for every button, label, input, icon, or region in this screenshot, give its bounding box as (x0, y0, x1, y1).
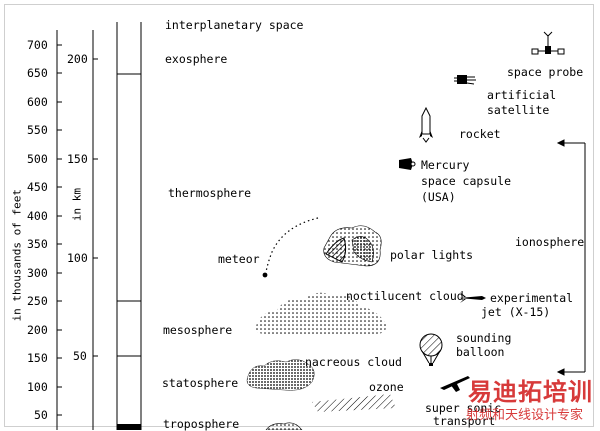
feet-tick: 500 (27, 152, 48, 166)
rocket-label: rocket (459, 127, 501, 141)
ionosphere-bracket (556, 139, 586, 376)
layer-mesosphere: mesosphere (163, 323, 233, 337)
nacreous-label: nacreous cloud (305, 355, 402, 369)
layer-thermosphere: thermosphere (168, 186, 252, 200)
troposphere-cloud-icon (265, 422, 303, 430)
sst-label-2: transport (433, 414, 496, 428)
polar-lights-label: polar lights (390, 248, 474, 262)
sst-label-1: super sonic (425, 401, 502, 415)
watermark-line2: 射频和天线设计专家 (466, 408, 584, 423)
feet-tick: 550 (27, 123, 48, 137)
ozone-label: ozone (369, 380, 404, 394)
feet-axis-ticks (57, 44, 62, 416)
meteor-icon (262, 217, 319, 278)
layer-ionosphere: ionosphere (515, 235, 585, 249)
feet-tick: 650 (27, 66, 48, 80)
km-tick: 200 (67, 52, 88, 66)
sounding-label-2: balloon (456, 345, 505, 359)
space-probe-icon (531, 31, 565, 55)
feet-tick: 400 (27, 209, 48, 223)
feet-tick: 300 (27, 266, 48, 280)
satellite-label-2: satellite (487, 103, 550, 117)
km-tick: 150 (67, 152, 88, 166)
nacreous-cloud-icon (246, 359, 315, 391)
noctilucent-cloud-icon (255, 292, 387, 334)
layer-column (116, 22, 142, 430)
mercury-capsule-icon (399, 158, 416, 170)
feet-tick: 50 (34, 408, 48, 422)
layer-exosphere: exosphere (165, 52, 228, 66)
polar-lights-icon (323, 225, 382, 267)
mercury-label-2: space capsule (421, 174, 512, 188)
space-probe-label: space probe (507, 65, 584, 79)
mercury-label-3: (USA) (421, 190, 456, 204)
satellite-label-1: artificial (487, 88, 557, 102)
feet-tick: 250 (27, 294, 48, 308)
feet-tick: 200 (27, 323, 48, 337)
sounding-balloon-icon (419, 333, 443, 366)
feet-tick: 150 (27, 351, 48, 365)
feet-tick: 700 (27, 38, 48, 52)
km-axis-ticks (93, 58, 98, 357)
noctilucent-label: noctilucent cloud (346, 289, 464, 303)
km-tick: 100 (67, 251, 88, 265)
experimental-label-1: experimental (490, 291, 574, 305)
troposphere-band (117, 424, 141, 430)
mercury-label-1: Mercury (421, 158, 470, 172)
feet-tick: 600 (27, 95, 48, 109)
layer-interplanetary: interplanetary space (165, 18, 304, 32)
sounding-label-1: sounding (456, 331, 512, 345)
km-tick: 50 (73, 349, 87, 363)
watermark-line1: 易迪拓培训 (468, 378, 593, 406)
rocket-icon (419, 106, 433, 143)
experimental-label-2: jet (X-15) (481, 305, 551, 319)
satellite-icon (454, 75, 476, 85)
meteor-label: meteor (218, 252, 260, 266)
feet-tick: 100 (27, 380, 48, 394)
layer-statosphere: statosphere (162, 376, 239, 390)
feet-tick: 350 (27, 237, 48, 251)
layer-troposphere: troposphere (163, 417, 240, 431)
ozone-icon (312, 394, 396, 412)
feet-tick: 450 (27, 180, 48, 194)
supersonic-transport-icon (440, 376, 470, 392)
experimental-jet-icon (459, 292, 486, 303)
